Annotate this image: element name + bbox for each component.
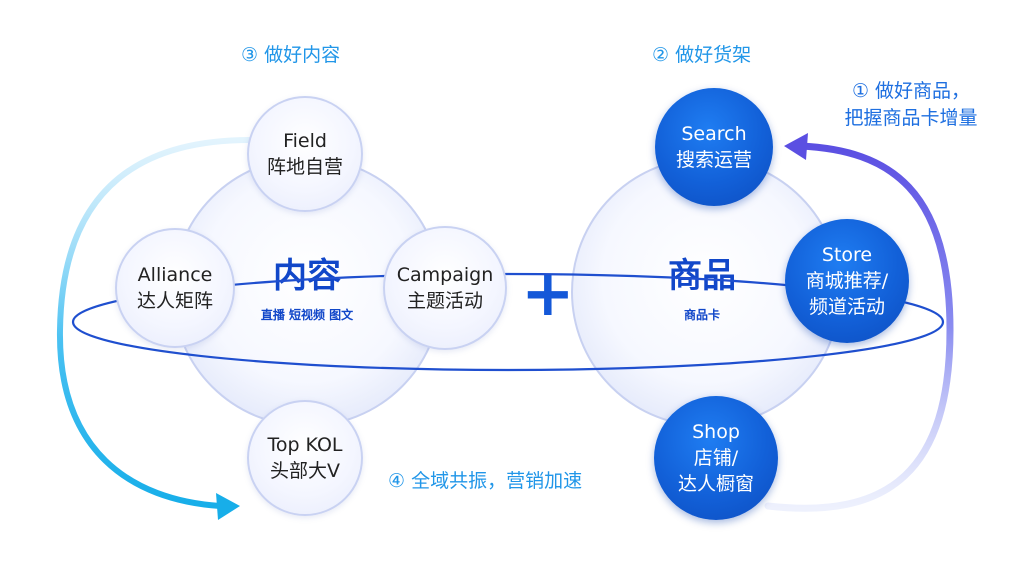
- node-store: Store 商城推荐/ 频道活动: [785, 219, 909, 343]
- step-product-line2: 把握商品卡增量: [844, 107, 978, 129]
- node-field-cn: 阵地自营: [266, 156, 343, 178]
- node-campaign-cn: 主题活动: [406, 290, 483, 312]
- step-shelf-label: ② 做好货架: [652, 44, 752, 66]
- step-resonance-label: ④ 全域共振，营销加速: [388, 470, 583, 492]
- node-field-en: Field: [283, 130, 327, 152]
- step-product-line1: ① 做好商品，: [851, 80, 971, 102]
- content-hub-title: 内容: [273, 256, 341, 296]
- resonance-arrow-line: [56, 137, 253, 509]
- orbit-ellipse: [71, 272, 945, 372]
- plus-sign: +: [521, 257, 575, 331]
- step-content-label: ③ 做好内容: [241, 44, 341, 66]
- node-search: Search 搜索运营: [655, 88, 773, 206]
- node-alliance-cn: 达人矩阵: [136, 290, 213, 312]
- node-search-en: Search: [681, 123, 747, 145]
- node-store-cn1: 商城推荐/: [805, 270, 889, 292]
- node-topkol: Top KOL 头部大V: [247, 400, 363, 516]
- node-campaign-en: Campaign: [396, 264, 494, 286]
- node-topkol-en: Top KOL: [267, 434, 343, 456]
- node-alliance: Alliance 达人矩阵: [115, 228, 235, 348]
- node-store-cn2: 频道活动: [808, 296, 885, 318]
- product-hub-subtitle: 商品卡: [683, 308, 720, 322]
- feedback-arrow-head: [784, 133, 808, 160]
- resonance-arrow-head: [216, 493, 240, 520]
- node-store-en: Store: [821, 244, 873, 266]
- product-hub-title: 商品: [668, 256, 736, 296]
- step-product-label: ① 做好商品， 把握商品卡增量: [822, 78, 1000, 132]
- content-hub-subtitle: 直播 短视频 图文: [260, 308, 354, 322]
- node-search-cn: 搜索运营: [675, 149, 752, 171]
- node-field: Field 阵地自营: [247, 96, 363, 212]
- node-campaign: Campaign 主题活动: [383, 226, 507, 350]
- node-shop: Shop 店铺/ 达人橱窗: [654, 396, 778, 520]
- node-shop-en: Shop: [692, 421, 740, 443]
- feedback-arrow-line: [764, 142, 954, 512]
- node-shop-cn2: 达人橱窗: [677, 473, 754, 495]
- node-alliance-en: Alliance: [137, 264, 213, 286]
- node-shop-cn1: 店铺/: [693, 447, 739, 469]
- node-topkol-cn: 头部大V: [270, 460, 340, 482]
